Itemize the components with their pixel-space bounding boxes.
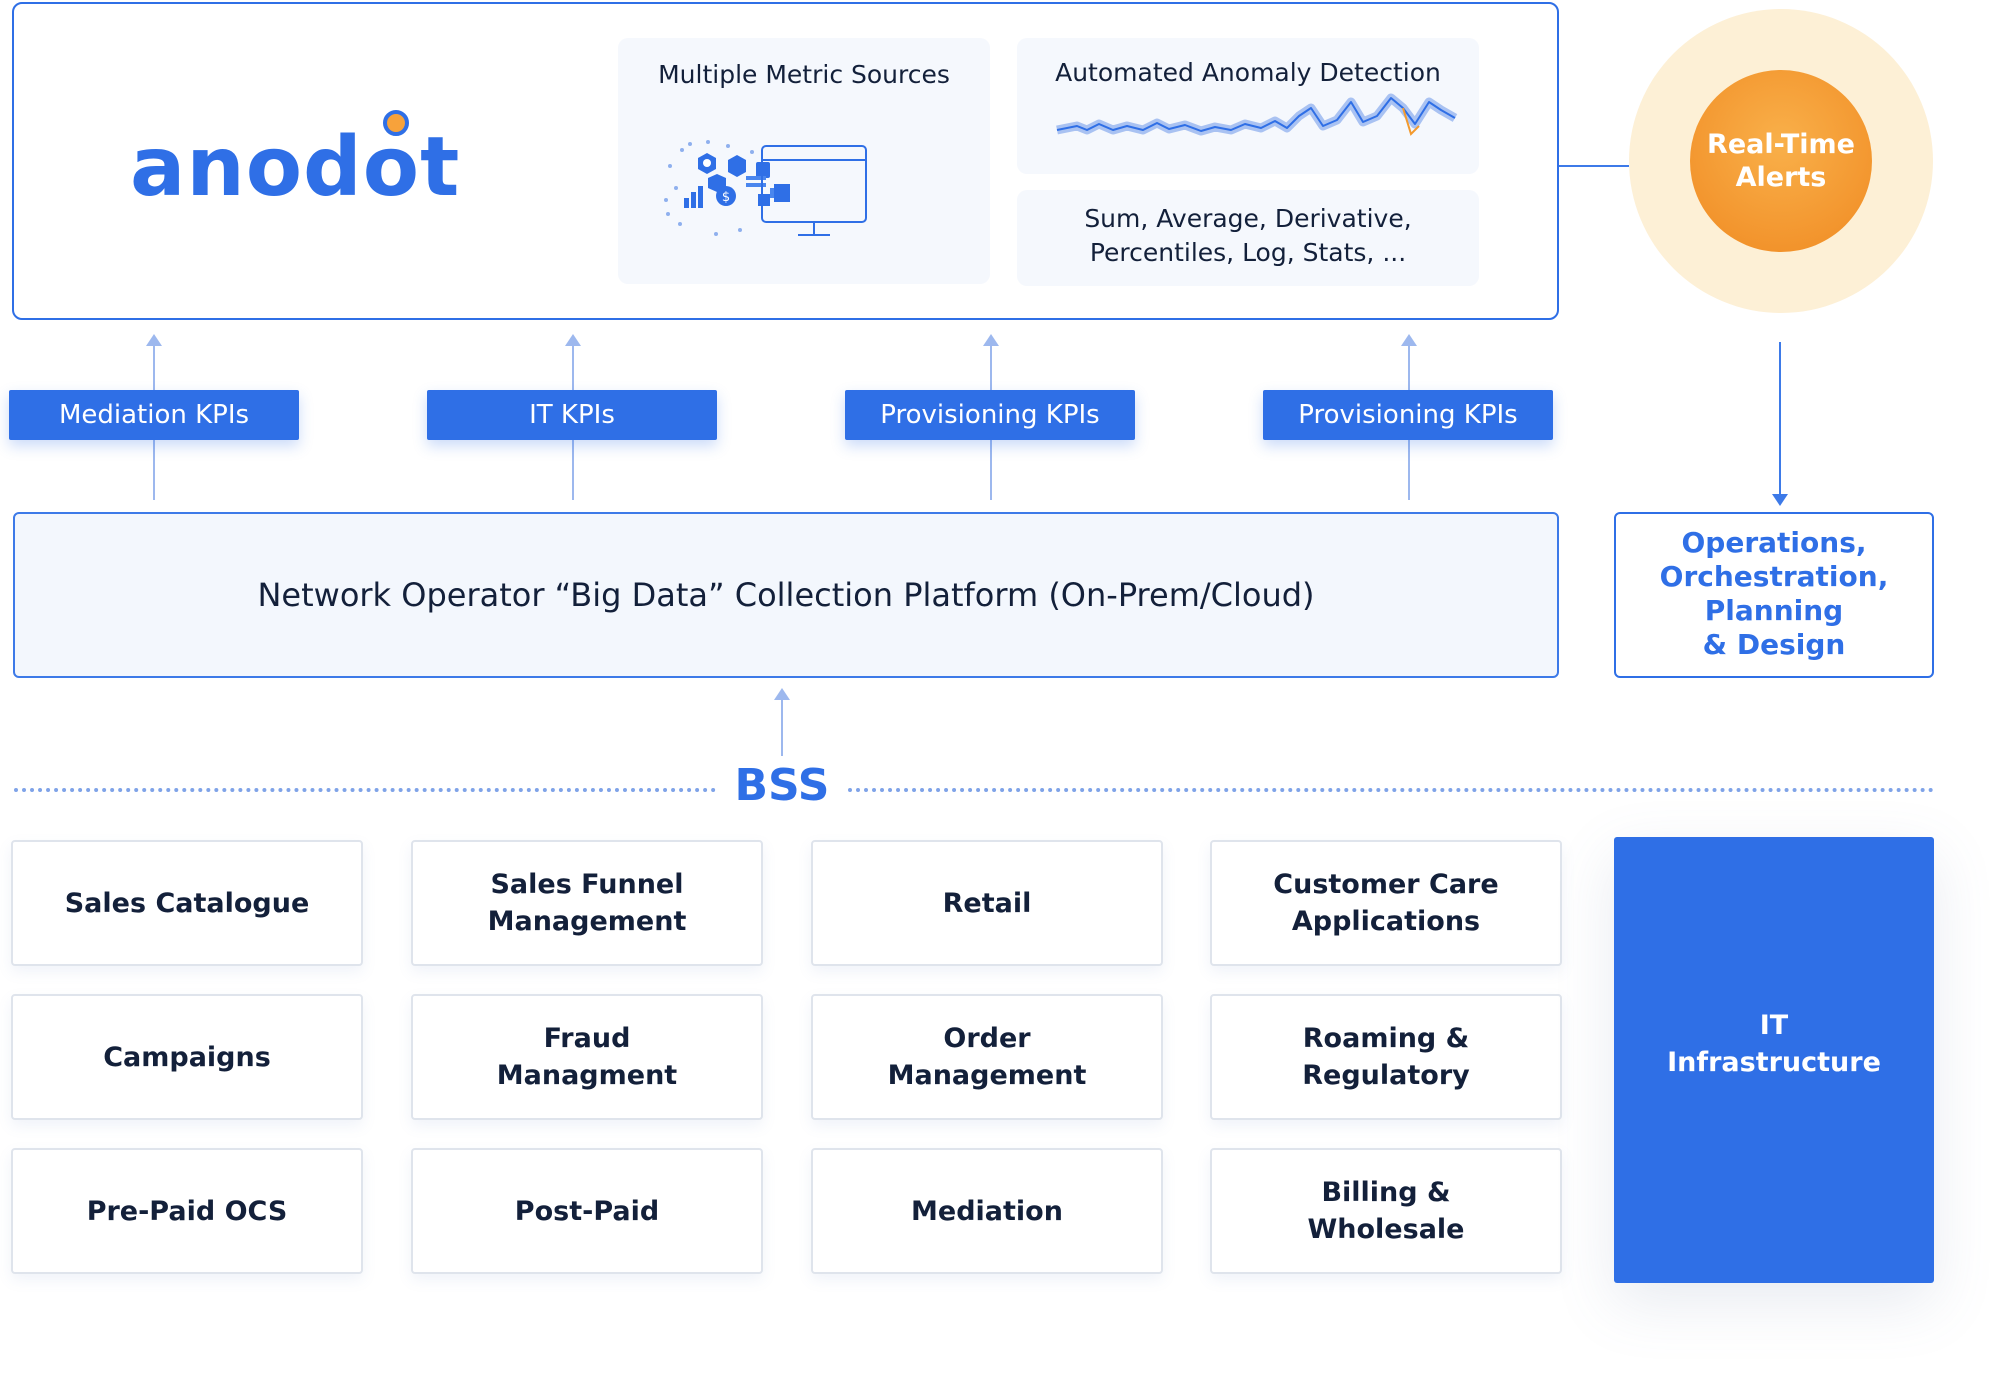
metric-sources-title: Multiple Metric Sources <box>658 60 950 89</box>
kpi-badge-provisioning-2: Provisioning KPIs <box>1263 390 1553 440</box>
tile-post-paid: Post-Paid <box>411 1148 763 1274</box>
operations-label: Operations, Orchestration, Planning & De… <box>1659 526 1889 661</box>
it-infrastructure-label: IT Infrastructure <box>1667 1010 1881 1078</box>
arrow-down-icon <box>1772 494 1788 506</box>
logo-dot-icon <box>382 110 409 136</box>
bss-divider-right <box>848 788 1934 792</box>
alerts-down-line <box>1779 342 1781 497</box>
bss-label: BSS <box>734 760 830 811</box>
tile-retail: Retail <box>811 840 1163 966</box>
svg-text:$: $ <box>722 190 730 205</box>
tile-campaigns: Campaigns <box>11 994 363 1120</box>
functions-text: Sum, Average, Derivative, Percentiles, L… <box>1084 204 1412 267</box>
kpi-badge-provisioning-1: Provisioning KPIs <box>845 390 1135 440</box>
bss-arrow-line <box>781 694 783 756</box>
real-time-alerts: Real-Time Alerts <box>1690 70 1872 252</box>
monitor-icon <box>761 145 867 236</box>
alerts-label: Real-Time Alerts <box>1707 129 1855 193</box>
kpi-badge-it: IT KPIs <box>427 390 717 440</box>
anomaly-detection-panel: Automated Anomaly Detection <box>1017 38 1479 174</box>
metric-sources-panel: Multiple Metric Sources $ <box>618 38 990 284</box>
tile-mediation: Mediation <box>811 1148 1163 1274</box>
data-source-icons: $ <box>684 153 790 208</box>
tile-pre-paid-ocs: Pre-Paid OCS <box>11 1148 363 1274</box>
arrow-up-icon <box>1401 334 1417 346</box>
tile-sales-catalogue: Sales Catalogue <box>11 840 363 966</box>
arrow-up-icon <box>983 334 999 346</box>
arrow-up-icon <box>774 688 790 700</box>
tile-roaming-regulatory: Roaming &Regulatory <box>1210 994 1562 1120</box>
arrow-up-icon <box>146 334 162 346</box>
functions-panel: Sum, Average, Derivative, Percentiles, L… <box>1017 190 1479 286</box>
collection-platform-box: Network Operator “Big Data” Collection P… <box>13 512 1559 678</box>
arrow-up-icon <box>565 334 581 346</box>
data-sources-illustration: $ <box>664 140 867 236</box>
alerts-connector <box>1559 165 1629 167</box>
kpi-badge-mediation: Mediation KPIs <box>9 390 299 440</box>
tile-billing-wholesale: Billing &Wholesale <box>1210 1148 1562 1274</box>
it-infrastructure-box: IT Infrastructure <box>1614 837 1934 1283</box>
operations-box: Operations, Orchestration, Planning & De… <box>1614 512 1934 678</box>
anomaly-detection-title: Automated Anomaly Detection <box>1055 58 1441 87</box>
anomaly-waveform <box>1056 93 1458 136</box>
bss-divider-left <box>14 788 716 792</box>
collection-platform-label: Network Operator “Big Data” Collection P… <box>257 576 1315 614</box>
